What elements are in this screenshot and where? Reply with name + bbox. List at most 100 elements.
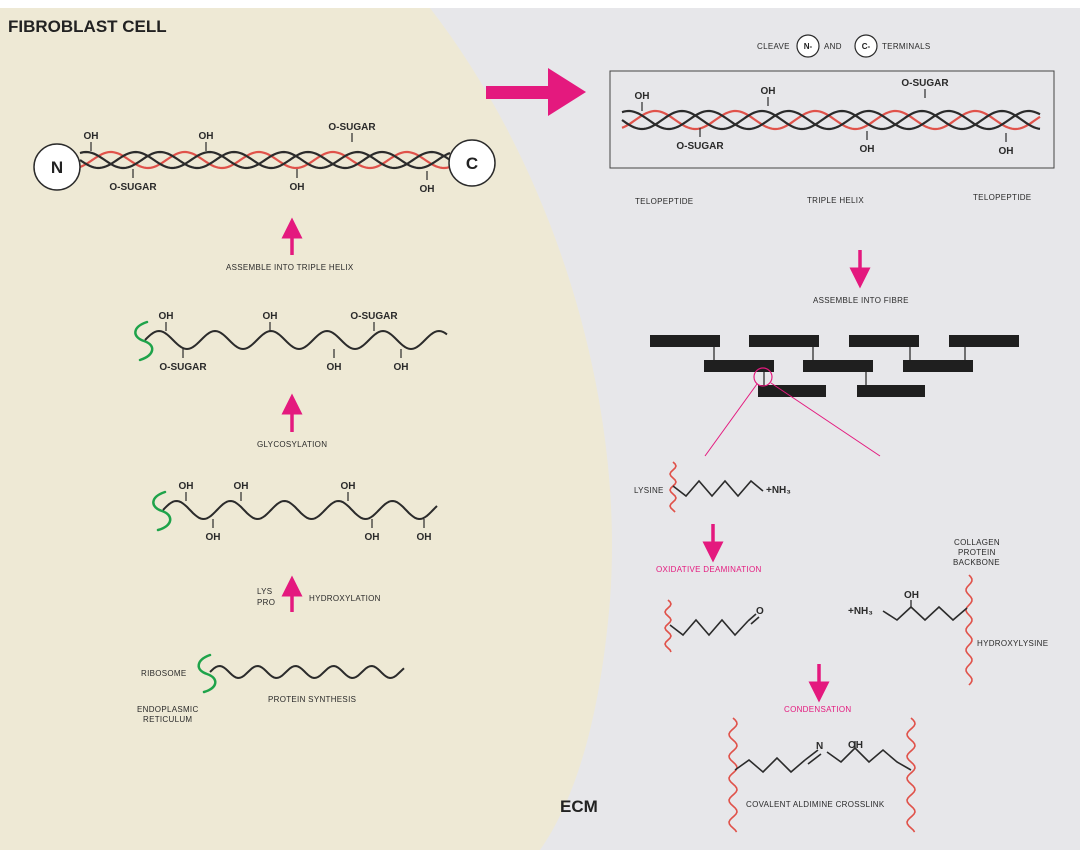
hydroxyl-group: OH [420,184,435,195]
hydroxylysine-side-chain [882,605,968,622]
er-label-1: ENDOPLASMIC [137,705,199,714]
cell-background [0,8,613,850]
hydroxylysine-oh: OH [904,590,919,601]
backbone-label-1: COLLAGEN [954,538,1000,547]
condensation-label: CONDENSATION [784,705,851,714]
zoom-circle [753,367,773,387]
ribosome-icon [152,490,172,532]
synthesis-label: PROTEIN SYNTHESIS [268,695,356,704]
backbone-squiggle [664,599,672,653]
er-label-2: RETICULUM [143,715,192,724]
helix-strand-2 [79,150,451,170]
aldehyde-bond-2 [750,616,760,625]
c-terminal-small-label: C- [862,42,871,51]
crosslink-chain-left [734,756,806,774]
hydroxyl-group: OH [860,144,875,155]
hydroxyl-group: OH [84,131,99,142]
procollagen-triple-helix [79,150,451,170]
lysine-side-chain [672,479,764,498]
tropocollagen-triple-helix [621,109,1041,131]
ribosome-icon [197,653,217,694]
helix-strand-3 [621,109,1041,131]
o-sugar-group: O-SUGAR [350,311,398,322]
backbone-label-2: PROTEIN [958,548,996,557]
export-arrow [486,68,586,116]
hydroxylation-label: HYDROXYLATION [309,594,381,603]
zoom-line-right [770,382,881,457]
n-terminal-label: N [51,158,63,177]
hydroxyl-group: OH [417,532,432,543]
backbone-squiggle [669,461,677,513]
hydroxyl-group: OH [206,532,221,543]
helix-strand-1 [621,109,1041,131]
n-terminal-small-label: N- [804,42,813,51]
hydroxyl-group: OH [365,532,380,543]
o-sugar-group: O-SUGAR [328,122,376,133]
ribosome-icon [134,320,154,362]
zoom-line-left [704,383,758,457]
allysine-side-chain [669,618,749,637]
hydroxylysine-label: HYDROXYLYSINE [977,639,1048,648]
hydroxyl-group: OH [290,182,305,193]
c-terminal-label: C [466,154,478,173]
lys-label: LYS [257,587,272,596]
helix-strand-3 [79,150,451,170]
hydroxyl-group: OH [263,311,278,322]
backbone-label-3: BACKBONE [953,558,1000,567]
hydroxyl-group: OH [234,481,249,492]
assemble-fibre-label: ASSEMBLE INTO FIBRE [813,296,909,305]
assemble-helix-label: ASSEMBLE INTO TRIPLE HELIX [226,263,354,272]
hydroxyl-group: OH [199,131,214,142]
hydroxyl-group: OH [341,481,356,492]
terminals-label: TERMINALS [882,42,931,51]
triple-helix-label: TRIPLE HELIX [807,196,864,205]
and-label: AND [824,42,842,51]
collagen-fibre [650,335,1019,397]
o-sugar-group: O-SUGAR [676,141,724,152]
helix-groups: OH OH O-SUGAR O-SUGAR OH OH [84,122,435,195]
synthesis-chain [209,664,405,680]
imine-double-bond [804,749,819,761]
hydroxyl-group: OH [159,311,174,322]
crosslink-chain-right [826,746,912,771]
lysine-nh3: +NH₃ [766,485,791,496]
n-terminal-circle [33,143,81,191]
crosslink-oh: OH [848,740,863,751]
hydroxyl-group: OH [179,481,194,492]
ecm-title: ECM [560,797,598,816]
hydroxyl-groups: OH OH OH OH OH OH [179,481,432,543]
aldehyde-bond [747,613,757,622]
imine-nitrogen: N [816,741,823,752]
tropocollagen-box [609,70,1055,169]
n-terminal-small-circle [796,34,820,58]
hydroxyl-group: OH [761,86,776,97]
helix-strand-1 [79,150,451,170]
telopeptide-right-label: TELOPEPTIDE [973,193,1031,202]
cell-title: FIBROBLAST CELL [8,17,167,36]
glycosylated-chain [144,329,448,351]
fibre-crosslinks [713,347,966,385]
aldehyde-oxygen: O [756,606,764,617]
backbone-squiggle [906,717,916,833]
o-sugar-group: O-SUGAR [901,78,949,89]
oxidative-label: OXIDATIVE DEAMINATION [656,565,762,574]
hydroxyl-group: OH [999,146,1014,157]
backbone-squiggle [728,717,738,833]
o-sugar-group: O-SUGAR [109,182,157,193]
helix-strand-2 [621,109,1041,131]
cleave-label: CLEAVE [757,42,790,51]
pro-label: PRO [257,598,275,607]
lysine-label: LYSINE [634,486,664,495]
hydroxylated-chain [162,499,438,521]
hydroxyl-group: OH [327,362,342,373]
hydroxylysine-nh3: +NH₃ [848,606,873,617]
glycosylation-label: GLYCOSYLATION [257,440,327,449]
c-terminal-circle [448,139,496,187]
crosslink-label: COVALENT ALDIMINE CROSSLINK [746,800,885,809]
hydroxyl-group: OH [394,362,409,373]
ribosome-label: RIBOSOME [141,669,187,678]
